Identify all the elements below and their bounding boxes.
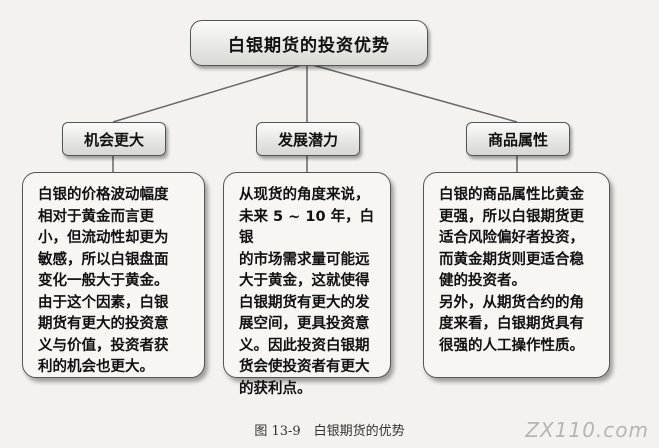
title-text: 白银期货的投资优势 (228, 35, 390, 56)
branch-text-potential: 从现货的角度来说， 未来 5 ~ 10 年，白银 的市场需求量可能远 大于黄金，… (223, 172, 391, 397)
branch-label-text: 发展潜力 (277, 130, 338, 149)
branch-label-opportunity: 机会更大 (62, 122, 166, 156)
branch-text-commodity: 白银的商品属性比黄金 更强，所以白银期货更 适合风险偏好者投资， 而黄金期货则更… (423, 172, 610, 378)
branch-label-text: 商品属性 (487, 130, 548, 149)
connector-right (308, 63, 518, 123)
watermark-logo: ZX110.com (525, 418, 649, 442)
branch-label-text: 机会更大 (83, 130, 144, 149)
title-box: 白银期货的投资优势 (190, 20, 428, 66)
branch-label-commodity: 商品属性 (466, 122, 570, 156)
connector-left (112, 63, 306, 123)
branch-label-potential: 发展潜力 (256, 122, 360, 156)
figure-caption: 图 13-9 白银期货的优势 (254, 424, 405, 439)
branch-text-opportunity: 白银的价格波动幅度 相对于黄金而言更 小，但流动性却更为 敏感，所以白银盘面 变… (22, 172, 205, 378)
